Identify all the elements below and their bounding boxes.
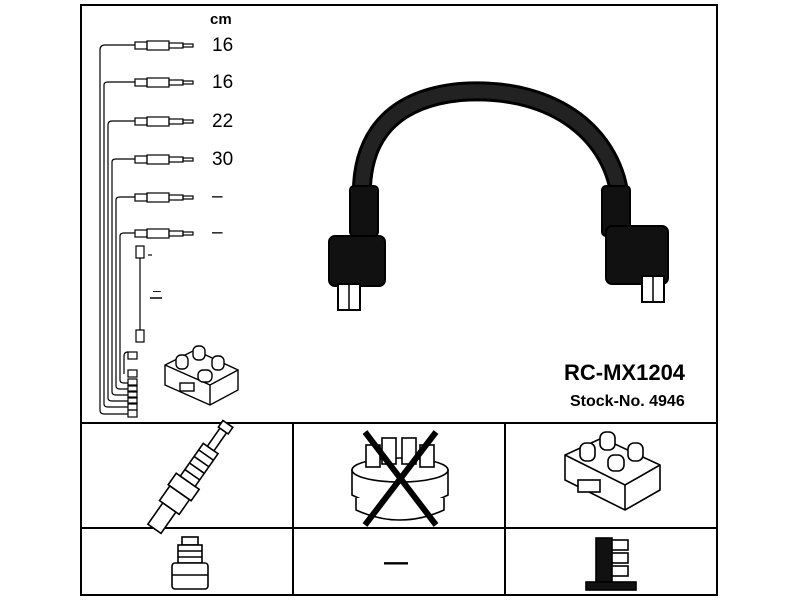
wire-set-schematic-icon [99, 40, 194, 418]
ignition-coil-icon [564, 431, 661, 511]
length-value: 16 [212, 35, 234, 56]
extra-lead-value: – [153, 282, 161, 298]
distributor-cap-crossed-icon [351, 430, 449, 527]
length-value: 30 [212, 149, 234, 170]
plug-terminal-icon [171, 536, 209, 590]
cell-grid [80, 422, 718, 596]
middle-bottom-value: — [384, 549, 408, 576]
spark-plug-icon [146, 419, 234, 535]
unit-label: cm [210, 11, 232, 28]
length-value: – [212, 186, 223, 207]
length-value: 16 [212, 72, 234, 93]
length-value: 22 [212, 111, 234, 132]
ignition-cable-icon [328, 81, 669, 311]
diagram-frame [80, 4, 718, 596]
coil-terminal-icon [585, 537, 637, 591]
small-coil-icon [164, 345, 239, 406]
part-number: RC-MX1204 [564, 360, 686, 385]
length-value: – [212, 222, 223, 243]
stock-number: Stock-No. 4946 [570, 393, 685, 410]
